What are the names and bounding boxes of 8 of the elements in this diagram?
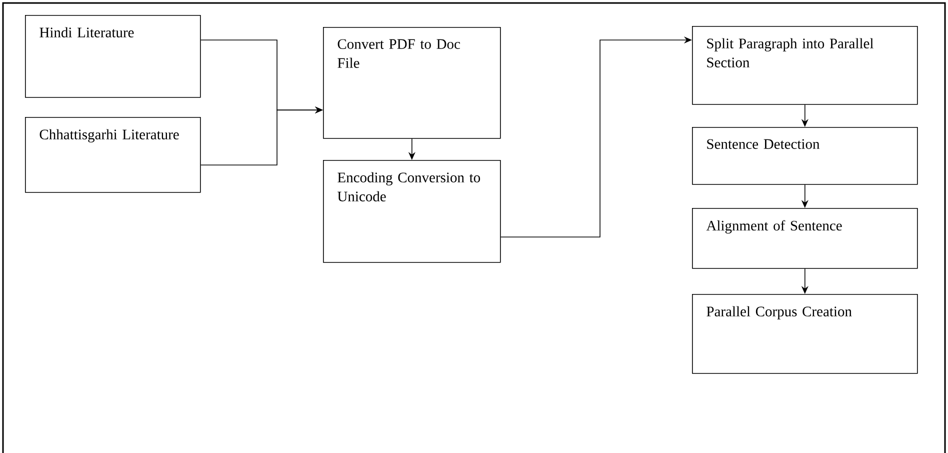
process-box: Split Paragraph into Parallel Section <box>692 26 918 105</box>
process-box: Chhattisgarhi Literature <box>25 117 201 193</box>
process-box: Alignment of Sentence <box>692 208 918 269</box>
process-box: Sentence Detection <box>692 127 918 185</box>
process-box: Parallel Corpus Creation <box>692 294 918 374</box>
process-box: Encoding Conversion to Unicode <box>323 160 501 263</box>
process-box: Hindi Literature <box>25 15 201 98</box>
process-box: Convert PDF to Doc File <box>323 27 501 139</box>
